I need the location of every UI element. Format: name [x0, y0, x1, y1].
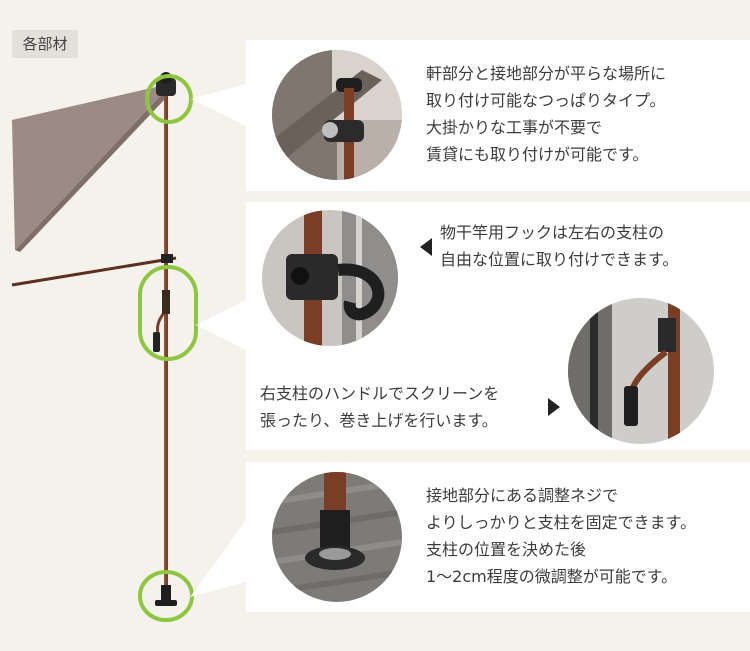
highlight-middle	[138, 265, 198, 361]
photo-foot	[272, 472, 402, 602]
foot-base	[155, 600, 177, 606]
feature-panel-foot: 接地部分にある調整ネジで よりしっかりと支柱を固定できます。 支柱の位置を決めた…	[246, 462, 750, 612]
handle-description: 右支柱のハンドルでスクリーンを 張ったり、巻き上げを行います。	[260, 384, 500, 430]
screen-fabric-shade	[15, 92, 166, 252]
foot-sleeve	[161, 585, 171, 601]
photo-handle	[568, 298, 714, 444]
foot-description: 接地部分にある調整ネジで よりしっかりと支柱を固定できます。 支柱の位置を決めた…	[426, 486, 697, 586]
top-bracket	[156, 78, 176, 96]
handle-grip	[153, 332, 160, 352]
arrow-left-icon	[420, 238, 432, 256]
hook-clamp	[161, 254, 173, 263]
section-tag: 各部材	[12, 30, 78, 58]
leader-middle	[196, 300, 246, 350]
leader-bottom	[190, 520, 246, 597]
screen-fabric	[12, 86, 164, 250]
screen-bottom-bar	[11, 256, 177, 287]
hook-description: 物干竿用フックは左右の支柱の 自由な位置に取り付けできます。	[440, 223, 679, 269]
handle-mount	[162, 290, 170, 314]
leader-top	[191, 84, 246, 126]
mount-description: 軒部分と接地部分が平らな場所に 取り付け可能なつっぱりタイプ。 大掛かりな工事が…	[426, 64, 667, 164]
arrow-right-icon	[548, 398, 560, 416]
feature-panel-mount: 軒部分と接地部分が平らな場所に 取り付け可能なつっぱりタイプ。 大掛かりな工事が…	[246, 40, 750, 191]
photo-top-mount	[272, 50, 402, 180]
photo-hook	[262, 210, 398, 346]
feature-panel-hook-handle: 物干竿用フックは左右の支柱の 自由な位置に取り付けできます。 右支柱のハンドルで…	[246, 202, 750, 450]
